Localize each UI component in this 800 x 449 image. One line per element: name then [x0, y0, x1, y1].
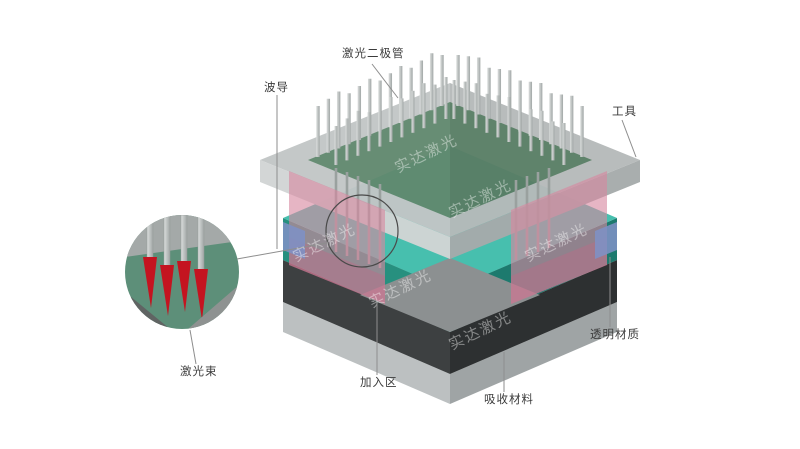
- laser-diode-array: [316, 53, 584, 165]
- inset-connector-line: [236, 242, 328, 260]
- diode-pin: [419, 60, 424, 115]
- label-laser-beam: 激光束: [180, 366, 218, 378]
- magnified-inset: [125, 215, 239, 329]
- diode-pin: [334, 126, 338, 165]
- label-transparent-material: 透明材质: [590, 329, 640, 341]
- diode-pin: [559, 94, 564, 149]
- diode-pin: [367, 112, 371, 152]
- diode-pin: [422, 83, 426, 129]
- laser-beam-shape: [160, 265, 174, 316]
- diode-pin: [433, 84, 437, 124]
- diode-pin: [466, 56, 471, 111]
- diode-pin: [411, 90, 415, 133]
- leader-laser-beam: [189, 329, 197, 365]
- diode-pin: [336, 91, 341, 149]
- inset-pin: [163, 215, 171, 267]
- weld-zone-right-lower: [511, 237, 607, 304]
- diode-pin: [549, 93, 553, 145]
- absorber-left-face: [283, 260, 450, 374]
- label-tool: 工具: [612, 106, 637, 118]
- label-weld-zone: 加入区: [360, 377, 398, 389]
- diode-pin: [580, 106, 584, 157]
- label-laser-diode: 激光二极管: [342, 48, 405, 60]
- diode-pin: [326, 98, 331, 153]
- diode-pin: [463, 81, 467, 124]
- diode-pin: [569, 95, 574, 153]
- diode-pin: [400, 98, 404, 138]
- inset-pin: [146, 215, 154, 259]
- weld-zone-left: [289, 171, 385, 304]
- diode-pin: [316, 106, 320, 157]
- diode-pin: [398, 66, 403, 123]
- inset-pin: [180, 215, 188, 263]
- diode-pin: [474, 83, 478, 129]
- detail-callout-circle: [325, 194, 399, 268]
- diode-pin: [518, 107, 522, 147]
- diode-pin: [485, 93, 489, 133]
- inset-pin: [197, 215, 205, 271]
- diode-pin: [452, 80, 456, 119]
- diode-pin: [551, 121, 555, 161]
- laser-beam-shape: [194, 269, 208, 320]
- cutaway-notch: [360, 258, 540, 332]
- diode-pin: [347, 93, 351, 145]
- leader-laser-diode: [371, 63, 399, 99]
- label-absorber-material: 吸收材料: [484, 394, 534, 406]
- leader-lines: [189, 63, 637, 392]
- tray-left-face: [283, 302, 450, 404]
- diode-pin: [444, 77, 448, 119]
- diode-pin: [529, 109, 533, 152]
- label-waveguide: 波导: [264, 82, 289, 94]
- diode-pin: [378, 104, 382, 147]
- diode-pin: [507, 97, 511, 142]
- diode-pin: [356, 110, 360, 156]
- diode-pin: [440, 55, 444, 106]
- diode-pin: [518, 80, 522, 132]
- diode-pin: [562, 123, 566, 165]
- laser-beam-shape: [143, 257, 157, 308]
- diode-pin: [345, 118, 349, 161]
- absorber-right-face: [450, 260, 617, 374]
- leader-tool: [621, 119, 637, 158]
- weld-zone-right: [511, 171, 607, 304]
- laser-beam-shape: [177, 261, 191, 312]
- diode-pin: [487, 67, 491, 119]
- diode-pin: [429, 53, 434, 111]
- diode-pin: [496, 95, 500, 138]
- diode-pin: [540, 110, 544, 156]
- waveguide-block-right: [595, 222, 617, 259]
- weld-zone-left-lower: [289, 237, 385, 304]
- tray-right-face: [450, 302, 617, 404]
- diode-pin: [367, 78, 372, 136]
- weld-zones: [283, 171, 617, 304]
- diode-pin: [456, 55, 460, 106]
- diode-pin: [476, 57, 481, 115]
- diode-pin: [389, 97, 393, 142]
- diode-pin: [528, 81, 533, 136]
- diode-pin: [409, 67, 413, 119]
